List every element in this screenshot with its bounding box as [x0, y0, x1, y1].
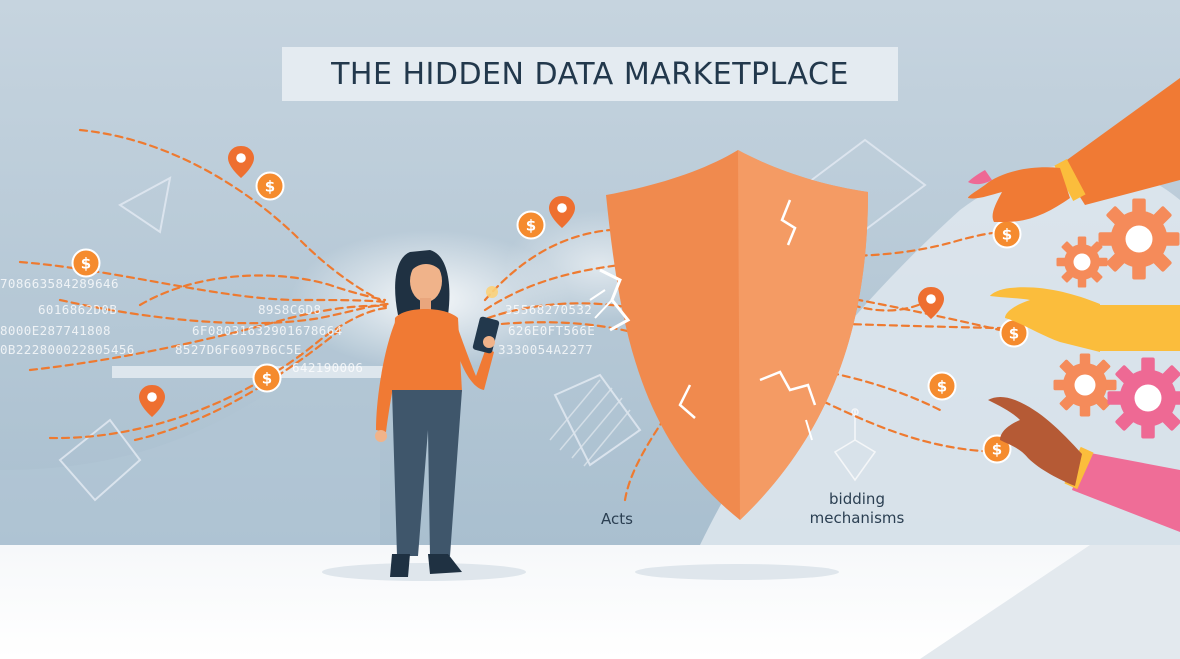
- data-stream-text: 89S8C6D8: [258, 302, 322, 317]
- data-stream-text: 3330054A2277: [498, 342, 594, 357]
- data-bar: [112, 366, 390, 378]
- page-title: THE HIDDEN DATA MARKETPLACE: [331, 56, 849, 92]
- data-stream-text: 8527D6F6097B6C5E: [175, 342, 302, 357]
- bidding-label-line-1: bidding: [829, 490, 885, 508]
- dollar-coin-icon: [255, 171, 285, 201]
- floor-shadow-right: [920, 545, 1180, 659]
- phone-glow: [486, 286, 498, 298]
- dollar-coin-icon: [927, 371, 957, 401]
- data-stream-text: 35568270532: [505, 302, 593, 317]
- gear-icon: [1053, 353, 1117, 417]
- data-stream-text: 642190006: [292, 360, 364, 375]
- data-stream-text: 708663584289646: [0, 276, 119, 291]
- title-banner: THE HIDDEN DATA MARKETPLACE: [282, 47, 898, 101]
- woman-figure: [322, 250, 526, 581]
- data-stream-text: 6016862D0B: [38, 302, 118, 317]
- dollar-coin-icon: [252, 363, 282, 393]
- bidding-label-line-2: mechanisms: [809, 509, 905, 527]
- data-streams-left: [18, 128, 390, 442]
- dollar-coin-icon: [516, 210, 546, 240]
- orange-hand-top: [968, 78, 1180, 222]
- left-wave: [0, 300, 380, 545]
- dollar-coin-icon: [992, 219, 1022, 249]
- cracked-shield-icon: [589, 150, 868, 520]
- dollar-coin-icon: [71, 248, 101, 278]
- brown-hand-bottom: [988, 397, 1180, 532]
- acts-label: Acts: [601, 510, 633, 528]
- data-stream-text: 8000E287741808: [0, 323, 111, 338]
- decor-hatch: [549, 379, 631, 467]
- bidding-label: bidding mechanisms: [802, 490, 912, 528]
- data-stream-text: 0B222800022805456: [0, 342, 135, 357]
- diamond-pendant-icon: [833, 408, 877, 482]
- gear-icon: [1056, 236, 1108, 288]
- data-stream-text: 6F08031632901678664: [192, 323, 343, 338]
- data-stream-text: 626E0FT566E: [508, 323, 596, 338]
- yellow-hand-middle: [990, 287, 1180, 352]
- gear-icon: [1098, 198, 1180, 280]
- shield-shadow: [635, 564, 839, 580]
